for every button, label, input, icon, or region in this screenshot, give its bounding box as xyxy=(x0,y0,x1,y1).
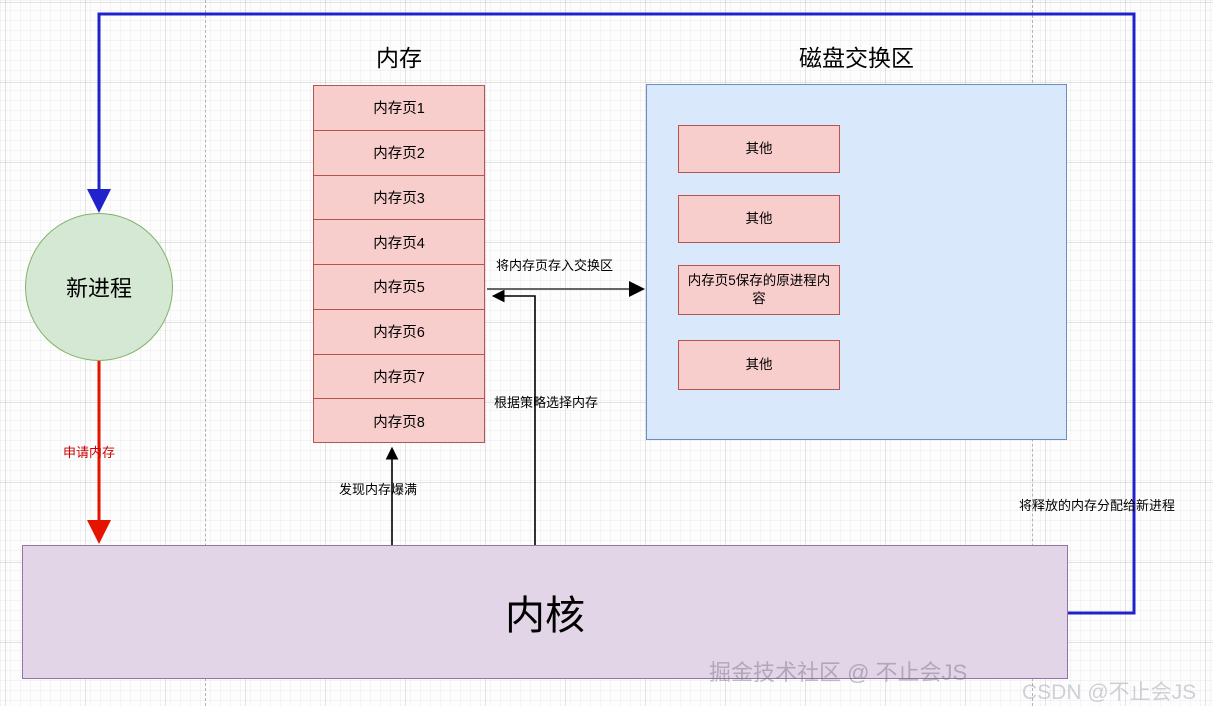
memory-page-5: 内存页5 xyxy=(314,265,484,310)
edge-label-select-by-policy: 根据策略选择内存 xyxy=(494,395,599,410)
memory-page-4: 内存页4 xyxy=(314,220,484,265)
edge-label-apply-memory: 申请内存 xyxy=(63,445,116,460)
edge-label-found-memory-full: 发现内存爆满 xyxy=(339,482,418,497)
memory-page-1: 内存页1 xyxy=(314,86,484,131)
memory-title: 内存 xyxy=(376,45,422,71)
edge-label-assign-freed-memory: 将释放的内存分配给新进程 xyxy=(1019,498,1176,513)
kernel-node: 内核 xyxy=(22,545,1068,679)
memory-page-2: 内存页2 xyxy=(314,131,484,176)
swap-item-2: 其他 xyxy=(678,195,840,243)
new-process-node: 新进程 xyxy=(25,213,173,361)
swap-item-1: 其他 xyxy=(678,125,840,173)
memory-page-6: 内存页6 xyxy=(314,310,484,355)
memory-page-3: 内存页3 xyxy=(314,176,484,221)
swap-title: 磁盘交换区 xyxy=(799,45,914,71)
watermark-csdn: CSDN @不止会JS xyxy=(1022,681,1197,704)
edge-label-store-page-to-swap: 将内存页存入交换区 xyxy=(496,258,614,273)
memory-page-8: 内存页8 xyxy=(373,415,425,432)
watermark-juejin: 掘金技术社区 @ 不止会JS xyxy=(709,660,968,685)
memory-pages-container: 内存页1 内存页2 内存页3 内存页4 内存页5 内存页6 内存页7 内存页8 xyxy=(313,85,485,443)
swap-item-saved-page-5: 内存页5保存的原进程内容 xyxy=(678,265,840,315)
swap-item-4: 其他 xyxy=(678,340,840,390)
memory-page-7: 内存页7 xyxy=(314,355,484,400)
